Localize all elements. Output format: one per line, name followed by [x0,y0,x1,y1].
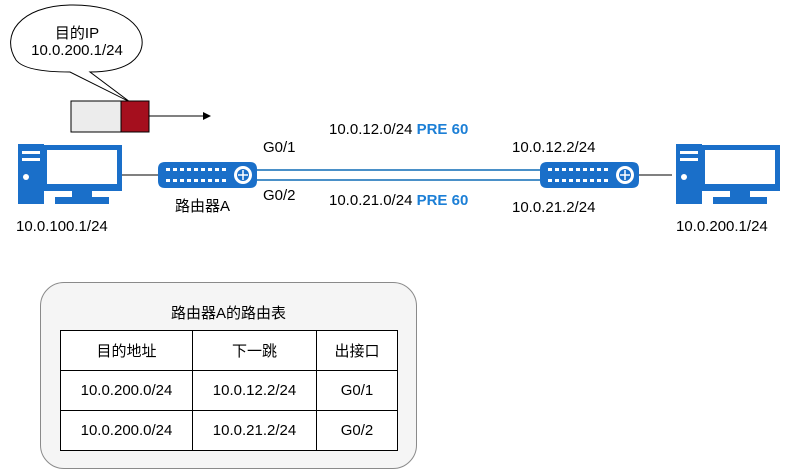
router-a-if-g0-1: G0/1 [263,139,296,156]
header-next-hop: 下一跳 [192,330,317,371]
link-g0-1-network: 10.0.12.0/24 [329,121,413,138]
packet-direction-arrow [149,112,211,120]
route-out-interface: G0/1 [316,370,398,411]
computer-icon-right [676,144,780,204]
route-table-panel: 路由器A的路由表 目的地址 下一跳 出接口 10.0.200.0/24 10.0… [40,282,417,469]
link-g0-2-label: 10.0.21.0/24 PRE 60 [329,193,468,208]
callout-line-2: 10.0.200.1/24 [31,42,123,59]
router-a-name: 路由器A [175,198,231,215]
route-destination: 10.0.200.0/24 [60,370,193,411]
route-table-title: 路由器A的路由表 [170,305,286,322]
link-g0-1-label: 10.0.12.0/24 PRE 60 [329,122,468,137]
route-destination: 10.0.200.0/24 [60,410,193,451]
left-pc-ip: 10.0.100.1/24 [16,218,108,235]
router-a-if-g0-2: G0/2 [263,187,296,204]
callout-line-1: 目的IP [54,25,100,42]
link-g0-1-pre: PRE 60 [416,121,469,138]
route-table: 目的地址 下一跳 出接口 10.0.200.0/24 10.0.12.2/24 … [60,330,398,451]
packet-icon [70,100,150,133]
header-destination: 目的地址 [60,330,193,371]
computer-icon-left [18,144,122,204]
route-out-interface: G0/2 [316,410,398,451]
right-pc-ip: 10.0.200.1/24 [676,218,768,235]
router-b-ip-bottom: 10.0.21.2/24 [512,199,596,216]
callout-text: 目的IP 10.0.200.1/24 [12,25,142,59]
route-table-header-row: 目的地址 下一跳 出接口 [60,330,398,371]
route-next-hop: 10.0.12.2/24 [192,370,317,411]
header-out-interface: 出接口 [316,330,398,371]
table-row: 10.0.200.0/24 10.0.21.2/24 G0/2 [60,410,398,451]
router-icon-a [158,162,257,188]
route-next-hop: 10.0.21.2/24 [192,410,317,451]
link-g0-2-pre: PRE 60 [416,192,469,209]
router-b-ip-top: 10.0.12.2/24 [512,139,596,156]
link-g0-2-network: 10.0.21.0/24 [329,192,413,209]
callout-bubble [10,4,143,103]
router-icon-b [540,162,639,188]
table-row: 10.0.200.0/24 10.0.12.2/24 G0/1 [60,370,398,411]
